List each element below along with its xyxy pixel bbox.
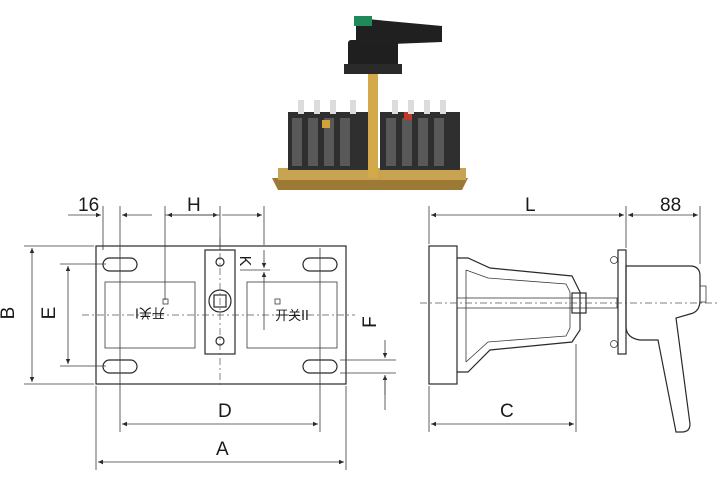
dim-E: E — [39, 263, 106, 367]
dim-88-label: 88 — [660, 195, 681, 216]
dim-F: F — [340, 316, 396, 410]
switch-2-label: 开关II — [275, 309, 309, 324]
dim-C-label: C — [500, 401, 514, 422]
dim-L: L — [428, 195, 627, 248]
dim-L-label: L — [525, 195, 536, 216]
dim-K-label: K — [236, 256, 253, 267]
dim-A: A — [95, 386, 347, 470]
dim-H: H — [164, 195, 265, 300]
dim-H-label: H — [187, 195, 201, 216]
switch-1-label: 开关I — [135, 305, 165, 320]
front-view — [82, 238, 355, 388]
dim-B: B — [0, 245, 94, 385]
dim-D-label: D — [218, 401, 232, 422]
dim-C: C — [428, 344, 577, 432]
dim-D: D — [119, 378, 321, 432]
dim-B-label: B — [0, 307, 19, 320]
dim-88: 88 — [628, 195, 701, 264]
dim-A-label: A — [216, 439, 229, 460]
dim-16-label: 16 — [78, 195, 99, 216]
product-photo — [272, 16, 468, 190]
dim-E-label: E — [39, 307, 60, 320]
dim-K: K — [236, 250, 270, 330]
dim-16: 16 — [68, 195, 152, 250]
dim-F-label: F — [360, 316, 381, 328]
side-view — [420, 245, 720, 433]
